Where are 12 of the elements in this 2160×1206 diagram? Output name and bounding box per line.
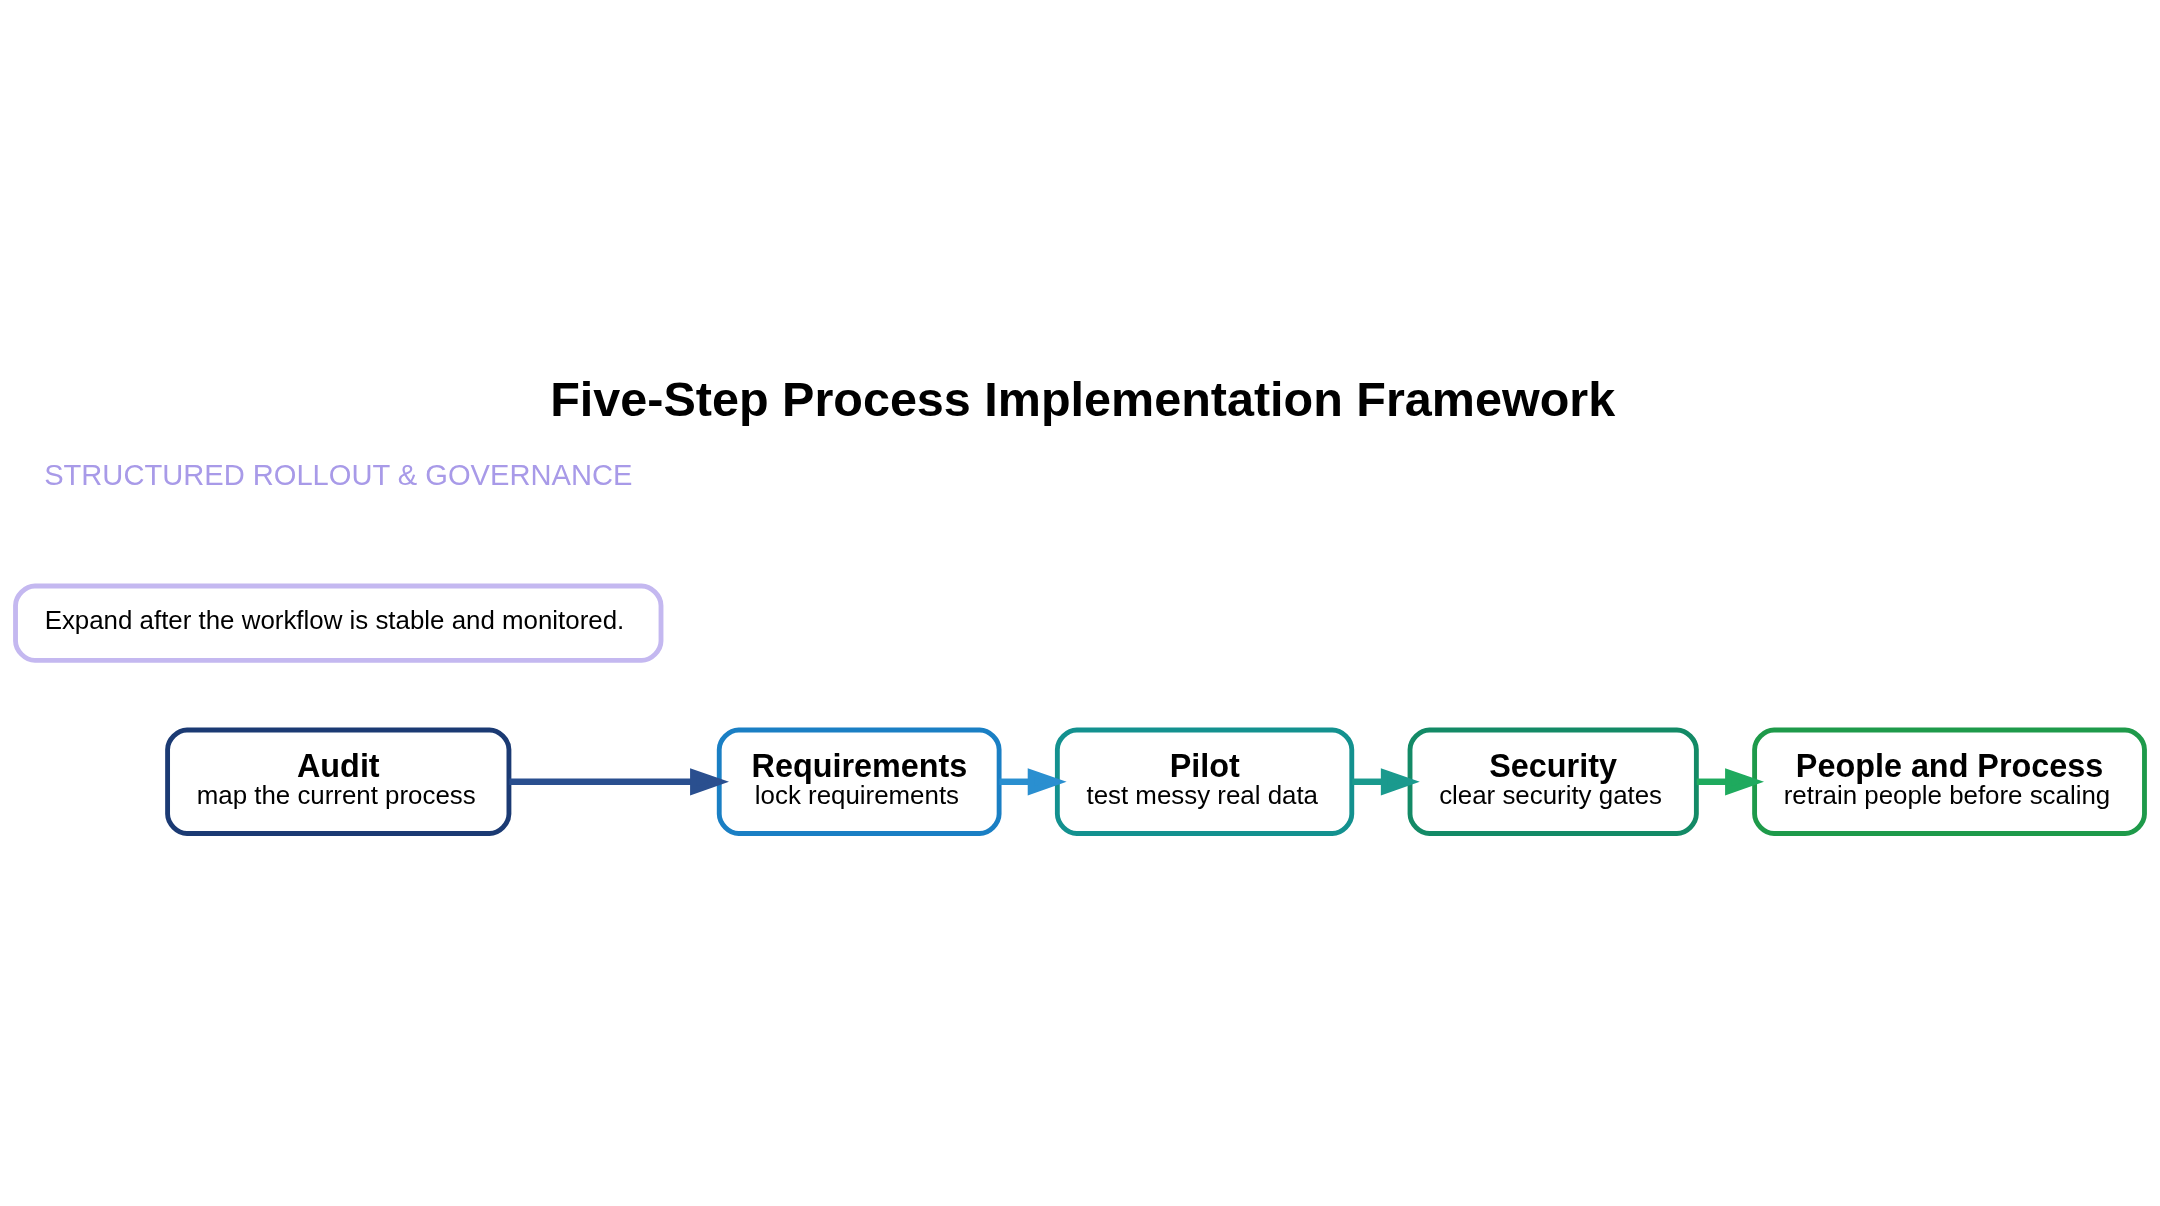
diagram-title: Five-Step Process Implementation Framework xyxy=(550,372,1616,427)
arrow xyxy=(999,768,1067,796)
node-box: Security clear security gates xyxy=(1407,727,1699,836)
label: STRUCTURED ROLLOUT & GOVERNANCE xyxy=(44,458,633,491)
arrow xyxy=(1696,768,1764,796)
node-box: People and Process retrain people before scaling xyxy=(1752,727,2147,836)
arrow xyxy=(509,768,729,796)
node-box: Audit map the current process xyxy=(165,727,512,836)
arrow xyxy=(1352,768,1420,796)
node-box: Expand after the workflow is stable and monitored. xyxy=(13,583,664,663)
node-box: Requirements lock requirements xyxy=(716,727,1002,836)
node-box: Pilot test messy real data xyxy=(1054,727,1355,836)
